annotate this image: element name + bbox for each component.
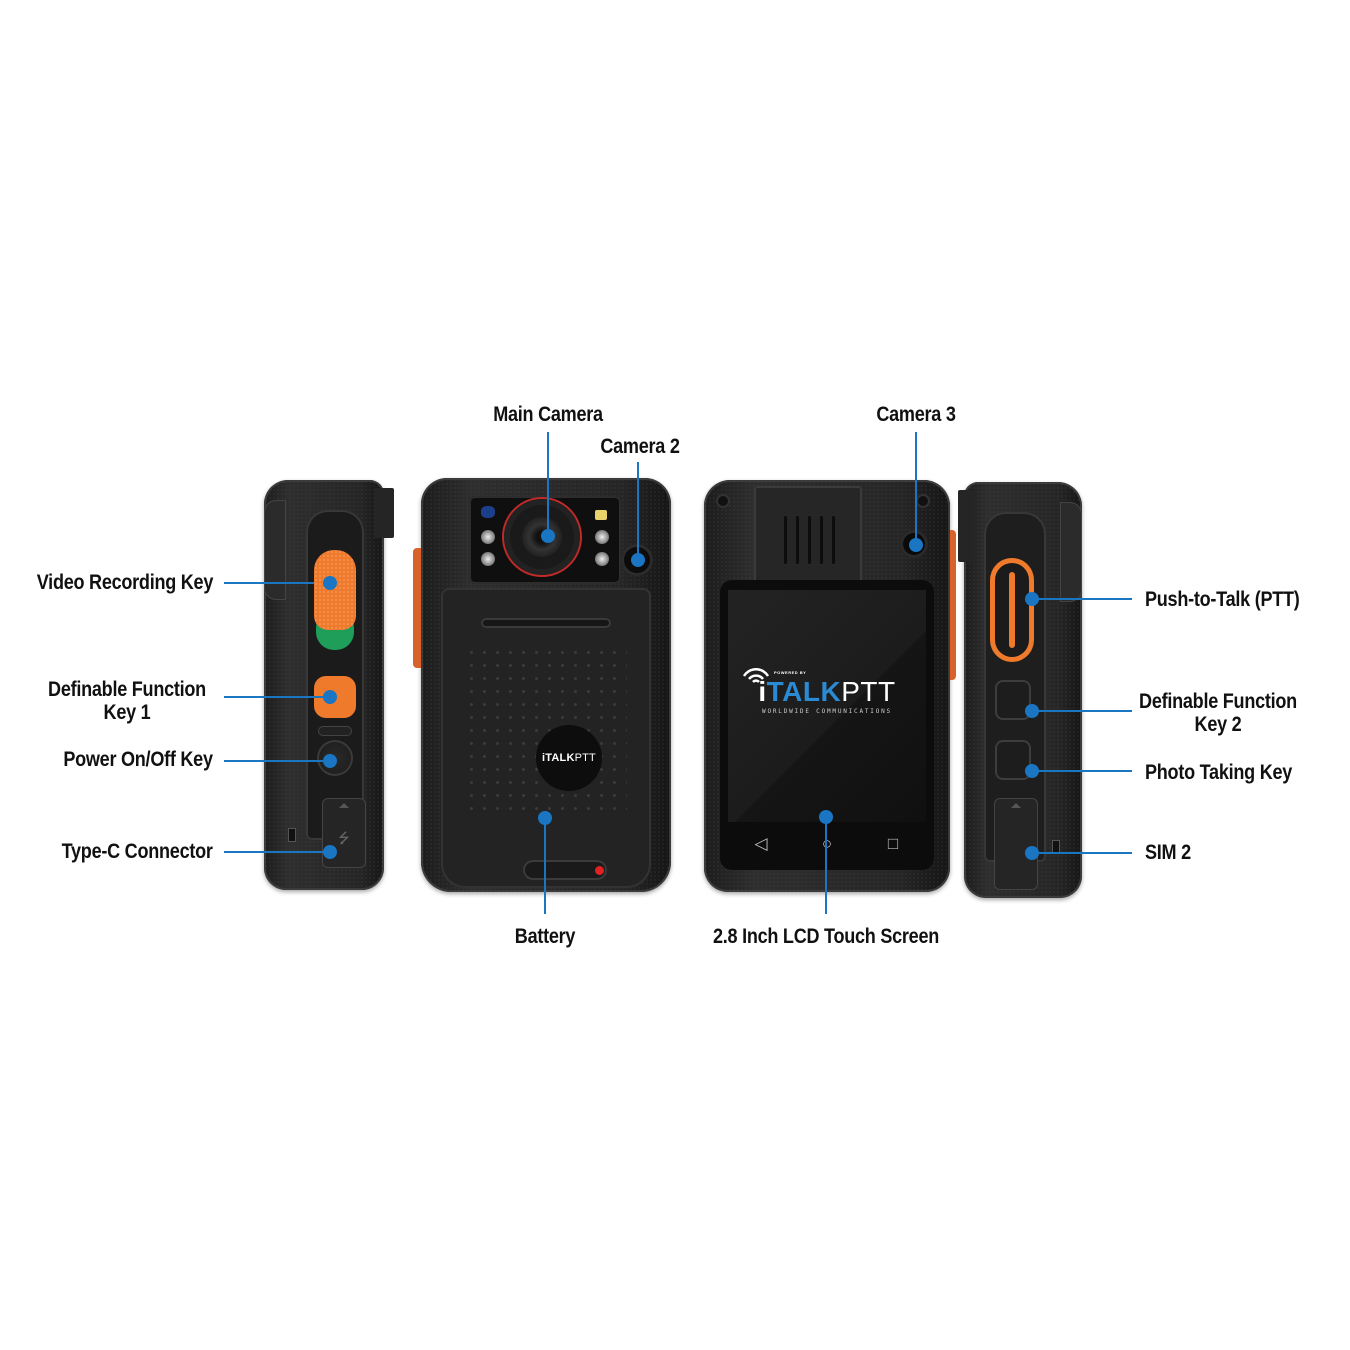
battery-lock-indicator [595,866,604,875]
callout-dot [1025,592,1039,606]
open-arrow-icon [339,803,349,808]
callout-label-camera-2: Camera 2 [600,435,680,458]
callout-label-lcd-touch-screen: 2.8 Inch LCD Touch Screen [712,925,940,948]
status-led-blue [481,506,495,518]
ir-led [481,530,495,544]
ir-led [595,552,609,566]
callout-label-sim-2: SIM 2 [1145,841,1191,864]
callout-label-push-to-talk: Push-to-Talk (PTT) [1145,588,1300,611]
callout-dot [323,576,337,590]
open-arrow-icon [1011,803,1021,808]
callout-label-camera-3: Camera 3 [876,403,956,426]
callout-dot [323,845,337,859]
belt-clip [264,500,286,600]
callout-dot [323,690,337,704]
callout-label-type-c-connector: Type-C Connector [61,840,213,863]
back-nav-icon[interactable]: ◁ [754,834,768,853]
battery-slot [481,618,611,628]
clip-mount [374,488,394,538]
callout-line [1032,710,1132,712]
callout-dot [1025,704,1039,718]
battery-texture [465,646,627,816]
ir-led [481,552,495,566]
callout-label-battery: Battery [514,925,576,948]
callout-line [544,818,546,914]
screen-brand-logo: POWERED BY iTALKPTT WORLDWIDE COMMUNICAT… [728,667,926,715]
main-camera-lens [504,499,580,575]
lcd-touch-screen[interactable]: POWERED BY iTALKPTT WORLDWIDE COMMUNICAT… [728,590,926,822]
callout-label-photo-taking-key: Photo Taking Key [1145,761,1293,784]
callout-line [825,817,827,914]
callout-line [547,432,549,536]
callout-line [224,696,330,698]
callout-dot [1025,846,1039,860]
recents-nav-icon[interactable]: □ [887,834,899,853]
callout-line [1032,770,1132,772]
screen-bezel: POWERED BY iTALKPTT WORLDWIDE COMMUNICAT… [720,580,934,870]
callout-label-main-camera: Main Camera [493,403,603,426]
callout-line [1032,852,1132,854]
lanyard-slot [288,828,296,842]
callout-dot [538,811,552,825]
key-separator [318,726,352,736]
callout-line [224,760,330,762]
callout-dot [323,754,337,768]
clip-mount [958,490,974,562]
callout-dot [631,553,645,567]
push-to-talk-key[interactable] [990,558,1034,662]
speaker [754,486,862,590]
video-recording-key[interactable] [314,550,356,630]
callout-label-definable-function-key-1: Definable Function Key 1 [48,678,206,724]
screw [916,494,930,508]
android-nav-bar: ◁ ○ □ [728,826,926,862]
sim-2-cover[interactable] [994,798,1038,890]
callout-label-video-recording-key: Video Recording Key [36,571,214,594]
callout-line [224,582,330,584]
camera-bulge [1060,502,1082,602]
side-key-orange [950,530,956,680]
callout-label-power-key: Power On/Off Key [63,748,214,771]
side-key-orange [413,548,421,668]
callout-dot [819,810,833,824]
callout-line [224,851,330,853]
flash-led [595,510,607,520]
screw [716,494,730,508]
wifi-icon [742,667,770,683]
callout-line [1032,598,1132,600]
callout-line [915,432,917,544]
device-right-side-view [958,482,1082,898]
ir-led [595,530,609,544]
callout-dot [909,538,923,552]
callout-dot [541,529,555,543]
callout-dot [1025,764,1039,778]
device-front-view: POWERED BY iTALKPTT WORLDWIDE COMMUNICAT… [704,480,956,892]
usb-icon: ⭍ [338,830,350,846]
lanyard-slot [1052,840,1060,854]
callout-line [637,462,639,560]
device-left-side-view: ⭍ [264,480,394,890]
callout-label-definable-function-key-2: Definable Function Key 2 [1139,690,1297,736]
home-nav-icon[interactable]: ○ [821,834,833,853]
